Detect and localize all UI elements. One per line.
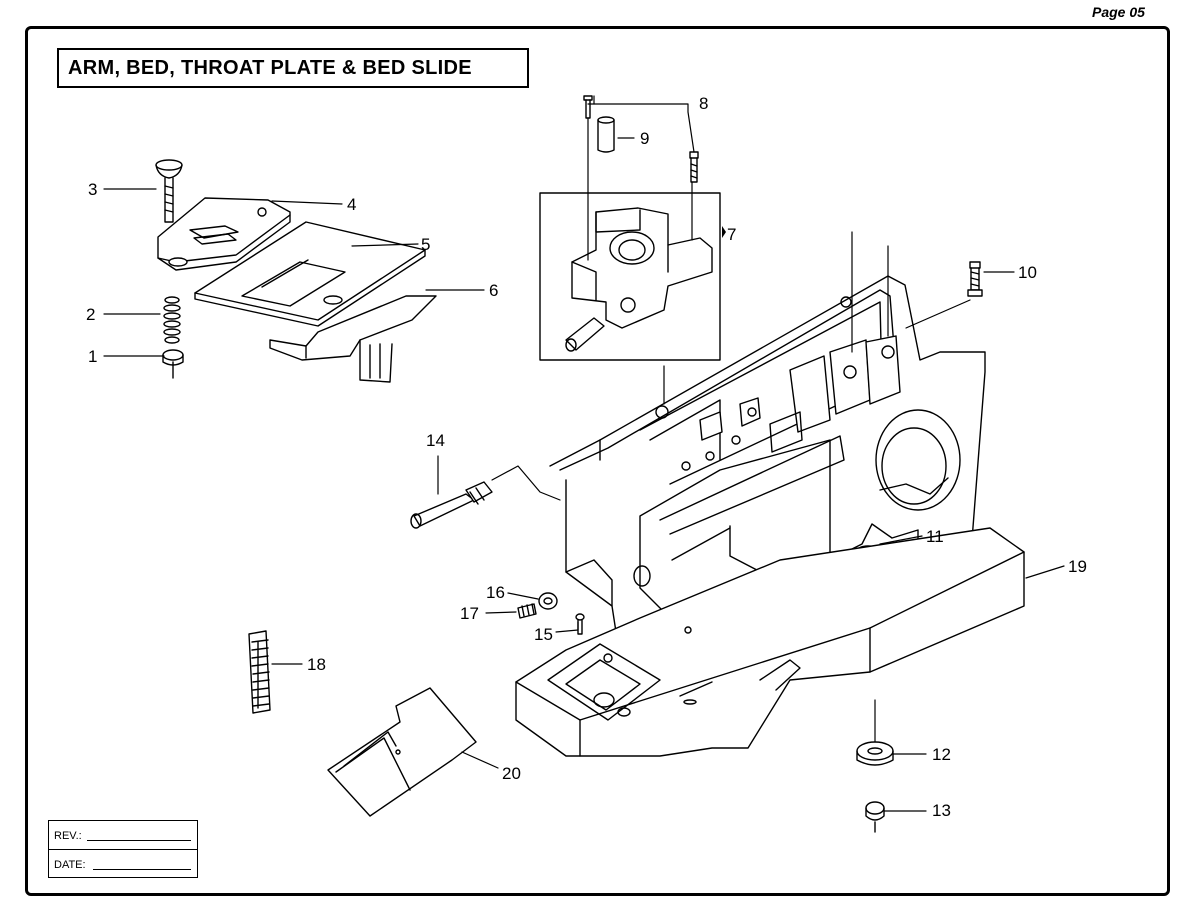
shaft-14	[410, 481, 493, 529]
diagram-title: ARM, BED, THROAT PLATE & BED SLIDE	[57, 48, 529, 88]
callout-10: 10	[1018, 263, 1037, 282]
page-number: Page 05	[1092, 4, 1145, 20]
callout-2: 2	[86, 305, 95, 324]
callout-5: 5	[421, 235, 430, 254]
date-label: DATE:	[54, 859, 86, 871]
arm-casting	[515, 275, 1025, 757]
rev-label: REV.:	[54, 830, 82, 842]
callout-1: 1	[88, 347, 97, 366]
callout-20: 20	[502, 764, 521, 783]
page-frame	[25, 26, 1170, 896]
callout-9: 9	[640, 129, 649, 148]
callout-19: 19	[1068, 557, 1087, 576]
callout-7: 7	[727, 225, 736, 244]
rev-line	[87, 840, 191, 841]
callout-16: 16	[486, 583, 505, 602]
date-line	[93, 869, 191, 870]
callout-18: 18	[307, 655, 326, 674]
callout-12: 12	[932, 745, 951, 764]
callout-15: 15	[534, 625, 553, 644]
bed-slide-cover-20	[327, 687, 477, 817]
callout-17: 17	[460, 604, 479, 623]
screw-10	[967, 261, 983, 297]
label-strip-18	[248, 630, 271, 714]
revision-block: REV.: DATE:	[48, 820, 198, 878]
callout-3: 3	[88, 180, 97, 199]
throat-plate-assembly	[155, 159, 437, 383]
callout-14: 14	[426, 431, 445, 450]
callout-numbers: 1 2 3 4 5 6 7 8 9 10 11 12 13 14 15 16 1…	[86, 94, 1087, 820]
callout-11: 11	[926, 527, 944, 546]
callout-6: 6	[489, 281, 498, 300]
rev-row: REV.:	[49, 821, 197, 850]
bracket-assembly	[539, 95, 721, 361]
callout-8: 8	[699, 94, 708, 113]
callout-4: 4	[347, 195, 356, 214]
callout-13: 13	[932, 801, 951, 820]
date-row: DATE:	[49, 850, 197, 878]
